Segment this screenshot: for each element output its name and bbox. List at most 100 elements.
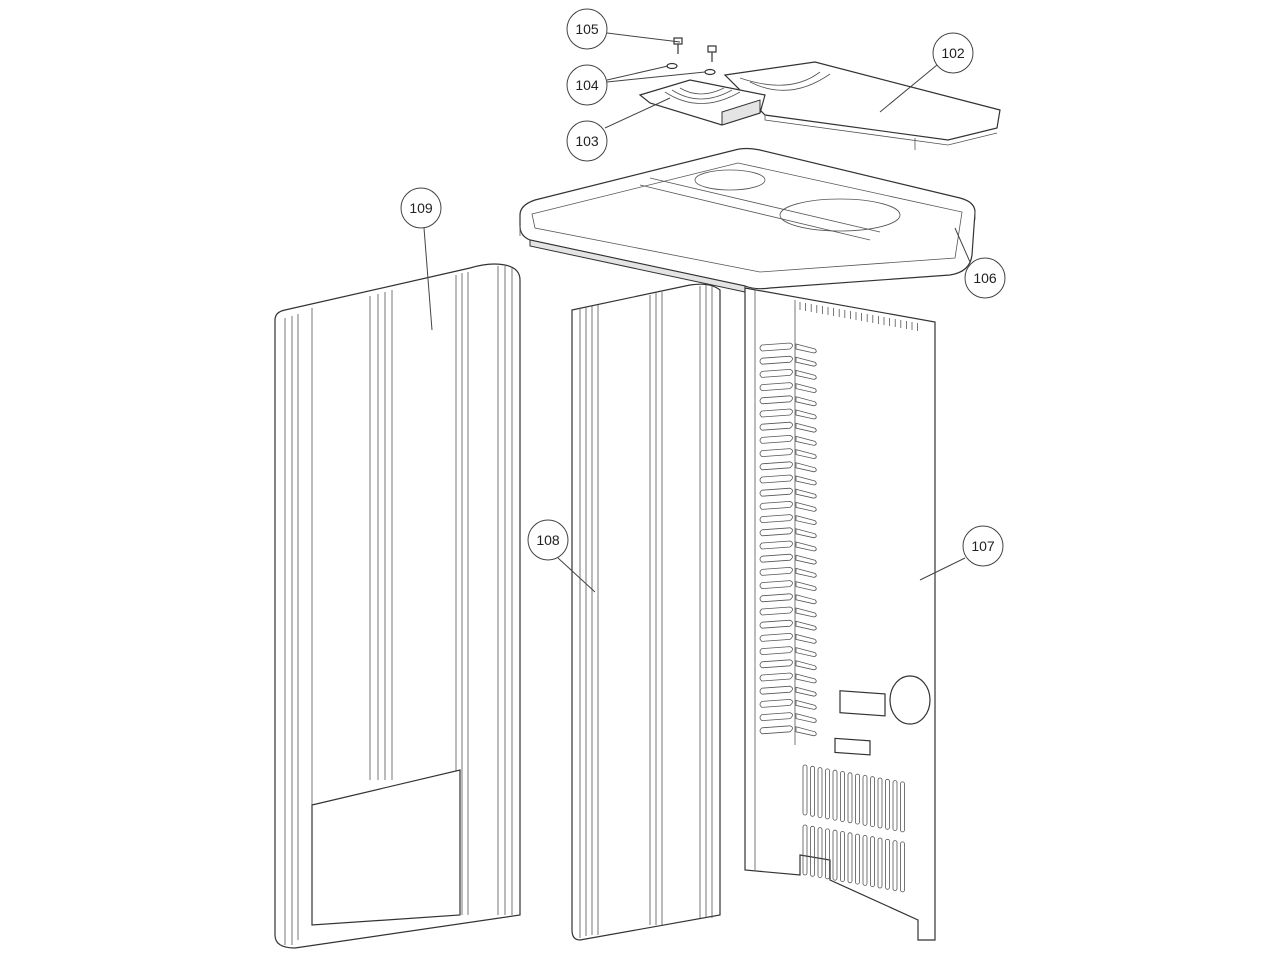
vent-slot (832, 829, 838, 881)
louver-slot (795, 396, 817, 407)
part-106-top-frame (519, 147, 976, 293)
part-103-collar-plate (638, 79, 766, 126)
louver-slot (795, 462, 817, 473)
callout-label: 107 (971, 538, 995, 554)
vent-slot (870, 776, 875, 828)
vent-slot (847, 832, 853, 884)
vent-slot (885, 838, 890, 890)
callout-104[interactable]: 104 (566, 64, 608, 106)
louver-slot (759, 698, 793, 708)
louver-slot (795, 607, 817, 618)
callout-label: 105 (575, 21, 599, 37)
louver-slot (795, 594, 817, 605)
louver-slot (759, 659, 793, 669)
louver-slot (795, 620, 817, 631)
vent-slot (802, 824, 808, 876)
callout-108[interactable]: 108 (527, 519, 569, 561)
vent-slot (877, 837, 883, 889)
louver-slot (795, 673, 817, 684)
louver-slot (759, 566, 793, 576)
vent-slot (892, 840, 898, 891)
louver-slot (759, 342, 793, 352)
louver-slot (759, 580, 793, 590)
vent-slot (810, 825, 815, 877)
callout-105[interactable]: 105 (566, 8, 608, 50)
part-109-left-panel (274, 263, 521, 949)
callout-label: 108 (536, 532, 560, 548)
vent-slot (810, 765, 815, 817)
louver-slot (759, 619, 793, 629)
vent-slot (892, 780, 898, 831)
louver-slot (759, 593, 793, 603)
louver-slot (759, 355, 793, 365)
vent-slot (802, 764, 808, 816)
vent-slot (825, 828, 830, 880)
callout-102[interactable]: 102 (932, 32, 974, 74)
callout-label: 104 (575, 77, 599, 93)
louver-slot (795, 633, 817, 644)
louver-slot (795, 699, 817, 710)
vent-slot (832, 769, 838, 821)
vent-slot (862, 835, 868, 886)
louver-slot (759, 725, 793, 735)
louver-slot (759, 646, 793, 656)
louver-slot (795, 713, 817, 724)
part-105-screws (673, 37, 717, 62)
louver-slot (759, 712, 793, 722)
callout-label: 106 (973, 270, 997, 286)
vent-slot (870, 836, 875, 888)
part-107-rear-panel (744, 287, 936, 941)
vent-slot (825, 768, 830, 820)
vent-slot (817, 767, 823, 818)
louver-slot (759, 408, 793, 418)
louver-slot (759, 434, 793, 444)
callout-103[interactable]: 103 (566, 120, 608, 162)
part-102-cover-plate (723, 61, 1001, 150)
louver-slot (759, 685, 793, 695)
louver-slot (759, 474, 793, 484)
vent-slot (885, 778, 890, 830)
vent-slot (847, 772, 853, 824)
vent-slot (900, 781, 905, 833)
louver-slot (759, 500, 793, 510)
louver-slot (759, 672, 793, 682)
callout-106[interactable]: 106 (964, 257, 1006, 299)
louver-slot (795, 686, 817, 697)
louver-slot (795, 422, 817, 433)
louver-slot (759, 527, 793, 537)
louver-slot (795, 647, 817, 658)
louver-slot (759, 632, 793, 642)
callout-109[interactable]: 109 (400, 187, 442, 229)
louver-slot (795, 581, 817, 592)
louver-slot (759, 514, 793, 524)
louver-slot (795, 383, 817, 394)
vent-slot (855, 773, 860, 825)
vent-slot (900, 841, 905, 893)
louver-slot (795, 343, 817, 354)
louver-slot (795, 369, 817, 380)
vent-slot (855, 833, 860, 885)
louver-slot (795, 515, 817, 526)
louver-slot (795, 528, 817, 539)
louver-slot (759, 368, 793, 378)
louver-slot (759, 395, 793, 405)
louver-slot (795, 501, 817, 512)
louver-slot (759, 448, 793, 458)
vent-slot (840, 831, 845, 882)
callout-label: 109 (409, 200, 433, 216)
louver-slot (795, 726, 817, 737)
vent-slot (877, 777, 883, 829)
louver-slot (795, 475, 817, 486)
louver-slot (795, 409, 817, 420)
part-108-middle-panel (571, 283, 721, 941)
louver-slot (759, 421, 793, 431)
louver-slot (759, 461, 793, 471)
callout-label: 102 (941, 45, 965, 61)
louver-slot (759, 540, 793, 550)
vent-slot (862, 775, 868, 826)
callout-label: 103 (575, 133, 599, 149)
callout-107[interactable]: 107 (962, 525, 1004, 567)
louver-slot (759, 487, 793, 497)
vent-slot (817, 827, 823, 878)
